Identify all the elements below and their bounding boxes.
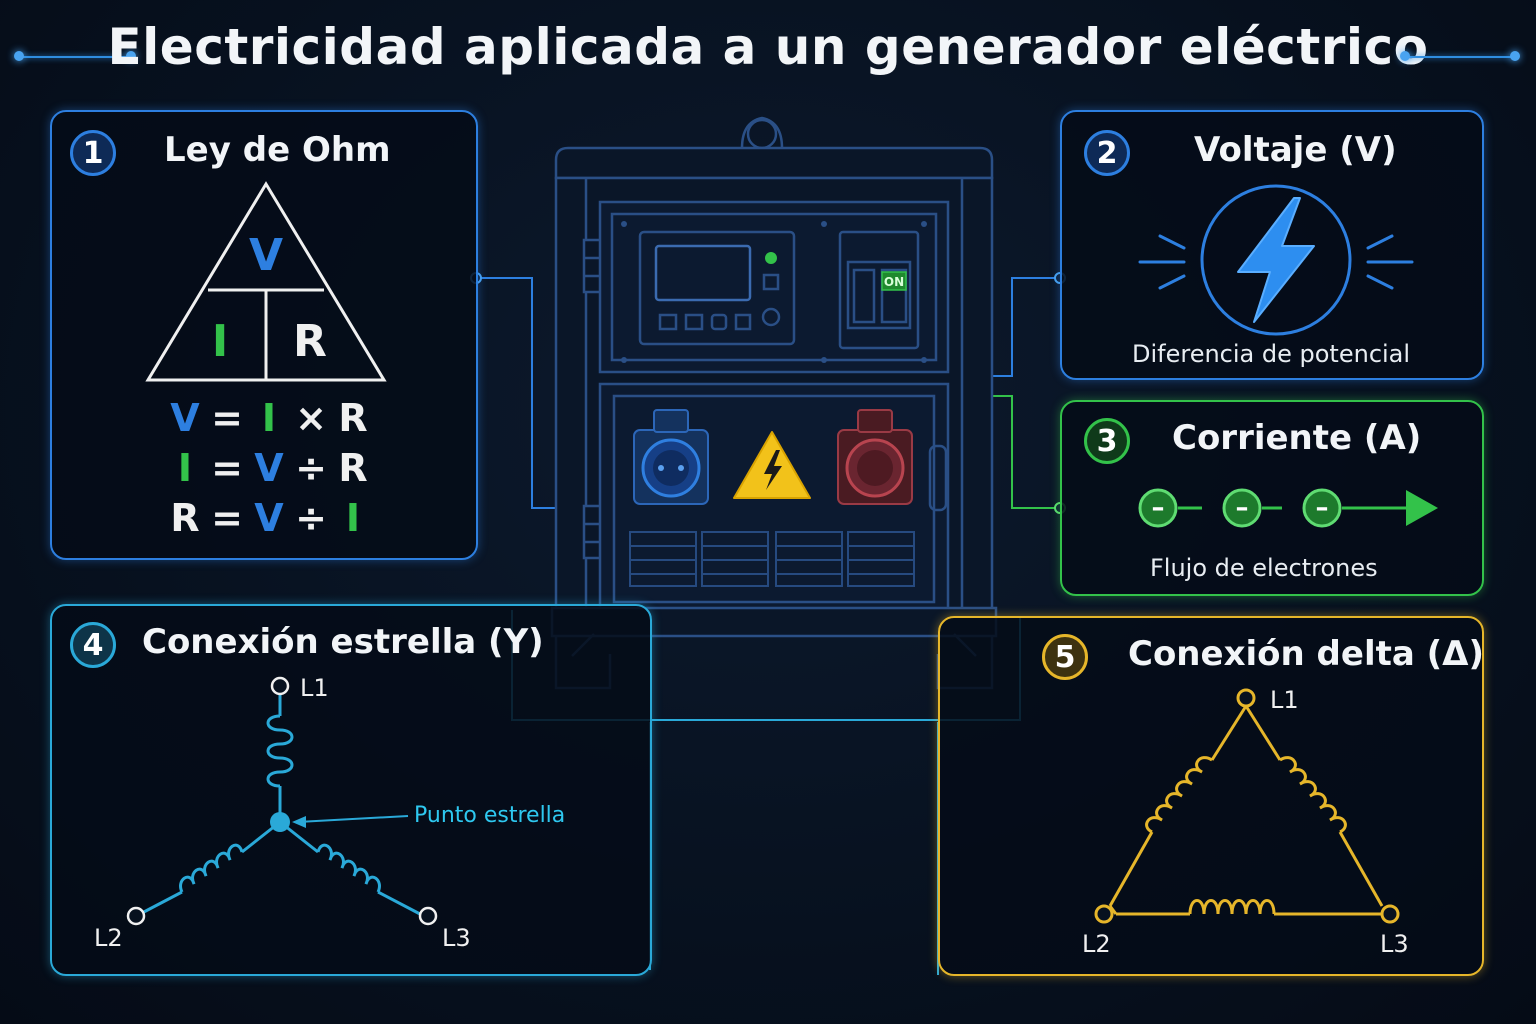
- connector-current: [992, 395, 1060, 509]
- ohm-title: Ley de Ohm: [164, 130, 391, 170]
- electron-icon: –: [1138, 488, 1178, 528]
- current-caption: Flujo de electrones: [1150, 554, 1378, 582]
- page-title: Electricidad aplicada a un generador elé…: [107, 18, 1429, 76]
- electron-flow-diagram: – – –: [1138, 488, 1438, 528]
- title-dot-right: [1400, 51, 1410, 61]
- voltage-title: Voltaje (V): [1194, 130, 1397, 170]
- title-dot-right-end: [1510, 51, 1520, 61]
- formula-1-a: V: [170, 396, 200, 440]
- delta-title: Conexión delta (Δ): [1128, 634, 1485, 674]
- ohm-number-badge: 1: [70, 130, 116, 176]
- svg-text:–: –: [1316, 493, 1329, 523]
- ohm-formula-3: R=V÷ I: [164, 496, 374, 540]
- svg-text:–: –: [1236, 493, 1249, 523]
- formula-3-c: I: [345, 496, 361, 540]
- title-dot-left-end: [126, 51, 136, 61]
- star-terminal-l2: L2: [94, 924, 123, 952]
- formula-3-b: V: [254, 496, 284, 540]
- formula-3-a: R: [170, 496, 200, 540]
- star-terminal-l1: L1: [300, 674, 329, 702]
- formula-2-a: I: [177, 446, 193, 490]
- ohm-triangle: V I R: [145, 181, 387, 382]
- formula-2-c: R: [338, 446, 368, 490]
- current-number-badge: 3: [1084, 418, 1130, 464]
- formula-3-eq: =: [211, 496, 243, 540]
- ohm-law-panel: 1 Ley de Ohm V I R V=I×R I=V÷R R=V÷I: [50, 110, 478, 560]
- delta-number-badge: 5: [1042, 634, 1088, 680]
- connector-ohm: [476, 277, 556, 509]
- star-terminal-l3: L3: [442, 924, 471, 952]
- electron-icon: –: [1302, 488, 1342, 528]
- title-line-right: [1406, 56, 1514, 58]
- formula-1-b: I: [261, 396, 277, 440]
- formula-3-op: ÷: [295, 496, 327, 540]
- lightning-bolt-icon: [1138, 184, 1414, 336]
- formula-1-c: R: [338, 396, 368, 440]
- delta-diagram: L1 L2 L3: [1082, 686, 1409, 958]
- ohm-formula-2: I =V÷R: [164, 446, 374, 490]
- delta-terminal-l1: L1: [1270, 686, 1299, 714]
- voltage-caption: Diferencia de potencial: [1132, 340, 1411, 368]
- formula-1-eq: =: [211, 396, 243, 440]
- delta-connection-panel: 5 Conexión delta (Δ) L1 L2 L3: [938, 616, 1484, 976]
- voltage-panel: 2 Voltaje (V) Diferencia de potencial: [1060, 110, 1484, 380]
- formula-2-eq: =: [211, 446, 243, 490]
- delta-terminal-l3: L3: [1380, 930, 1409, 958]
- star-title: Conexión estrella (Y): [142, 622, 544, 662]
- connector-voltage: [992, 277, 1060, 377]
- current-panel: 3 Corriente (A) – – – Flujo de electrone…: [1060, 400, 1484, 596]
- ohm-triangle-right: R: [293, 316, 327, 367]
- star-diagram: L1 L2 L3 Punto estrella: [94, 674, 565, 952]
- electron-icon: –: [1222, 488, 1262, 528]
- title-line-left: [20, 56, 130, 58]
- svg-text:–: –: [1152, 493, 1165, 523]
- voltage-number-badge: 2: [1084, 130, 1130, 176]
- ohm-triangle-top: V: [249, 230, 283, 281]
- title-dot-left: [14, 51, 24, 61]
- formula-1-op: ×: [295, 396, 327, 440]
- delta-terminal-l2: L2: [1082, 930, 1111, 958]
- formula-2-op: ÷: [295, 446, 327, 490]
- ohm-formula-1: V= I ×R: [164, 396, 374, 440]
- formula-2-b: V: [254, 446, 284, 490]
- current-title: Corriente (A): [1172, 418, 1422, 458]
- star-number-badge: 4: [70, 622, 116, 668]
- star-connection-panel: 4 Conexión estrella (Y) L1 L2 L3 Punto e…: [50, 604, 652, 976]
- star-point-label: Punto estrella: [414, 803, 565, 828]
- ohm-triangle-left: I: [212, 316, 228, 367]
